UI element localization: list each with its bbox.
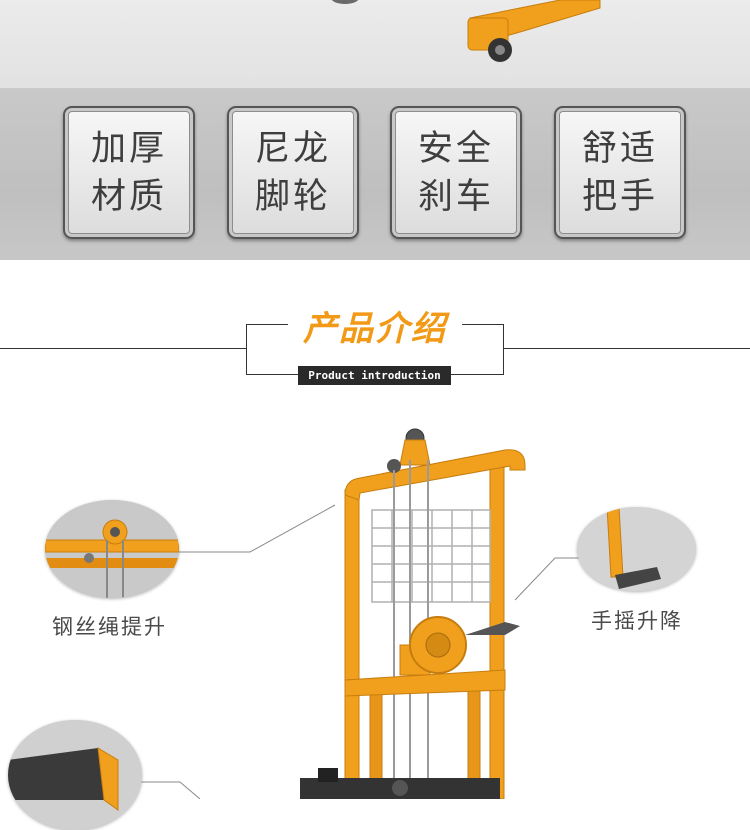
stacker-base-illustration	[331, 0, 601, 62]
feature-tile-nylon-casters: 尼龙 脚轮	[227, 106, 359, 239]
detail-oval-wire-rope	[45, 500, 179, 598]
divider-line-right	[504, 348, 750, 349]
manual-stacker-illustration	[140, 428, 580, 799]
feature-line: 刹车	[417, 176, 494, 217]
feature-line: 脚轮	[254, 176, 331, 217]
top-product-image-strip	[0, 0, 750, 88]
callout-hand-crank-label: 手摇升降	[591, 609, 683, 633]
feature-line: 把手	[581, 176, 658, 217]
feature-tile-safety-brake: 安全 刹车	[390, 106, 522, 239]
section-subtitle: Product introduction	[298, 366, 451, 385]
feature-tile-thick-material: 加厚 材质	[63, 106, 195, 239]
callout-wire-rope-label: 钢丝绳提升	[52, 615, 167, 639]
feature-line: 尼龙	[254, 128, 331, 169]
feature-line: 安全	[417, 128, 494, 169]
detail-oval-hand-crank	[577, 507, 696, 591]
divider-line-left	[0, 348, 246, 349]
feature-band: 加厚 材质 尼龙 脚轮 安全 刹车 舒适 把手	[0, 88, 750, 260]
feature-line: 加厚	[90, 128, 167, 169]
feature-tile-comfort-handle: 舒适 把手	[554, 106, 686, 239]
section-title: 产品介绍	[288, 305, 462, 353]
feature-line: 舒适	[581, 128, 658, 169]
detail-oval-base	[8, 720, 142, 830]
feature-line: 材质	[90, 176, 167, 217]
